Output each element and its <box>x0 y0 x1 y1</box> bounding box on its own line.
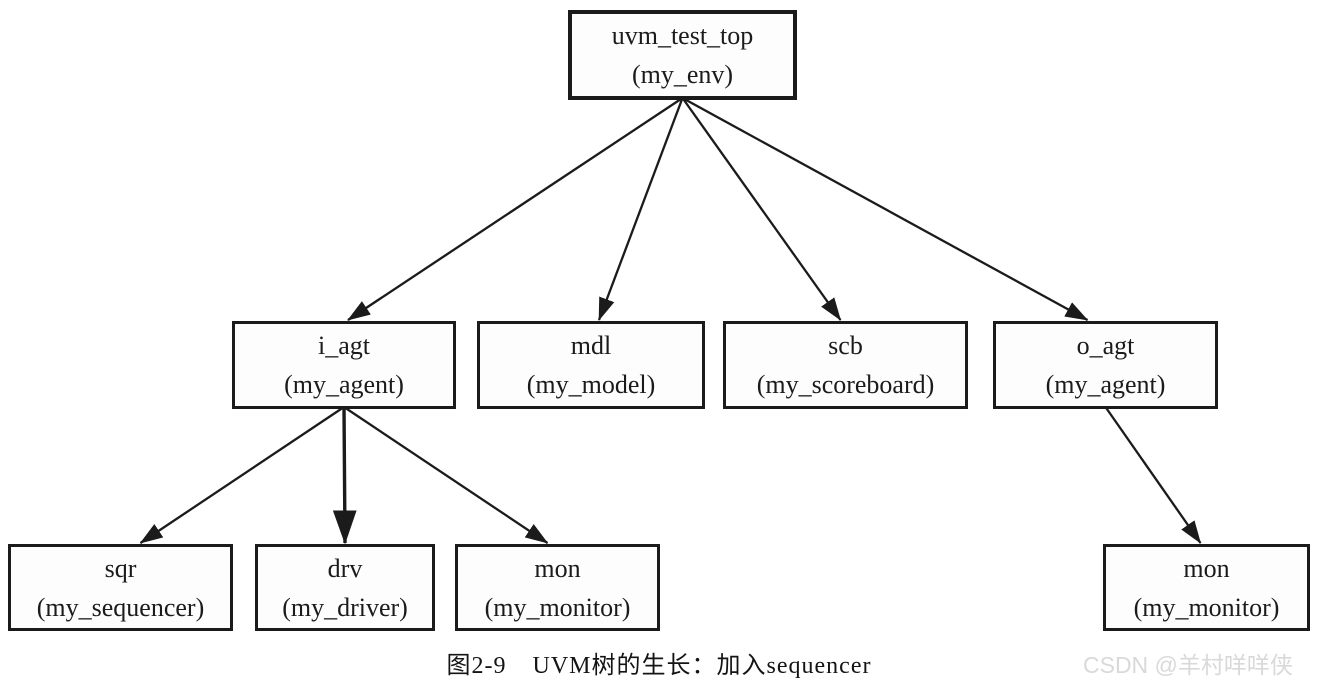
figure-caption: 图2-9 UVM树的生长：加入sequencer <box>0 645 1318 680</box>
node-class-label: (my_agent) <box>1045 370 1166 399</box>
node-instance-label: uvm_test_top <box>611 21 754 50</box>
node-box-o-agt: o_agt (my_agent) <box>993 321 1218 409</box>
node-instance-label: sqr <box>104 553 137 583</box>
edge-uvm_test_top-to-scb <box>681 97 842 321</box>
edge-i_agt-to-mon_i <box>343 406 549 544</box>
node-box-i-agt: i_agt (my_agent) <box>232 321 456 409</box>
figure-number-label: 图2-9 <box>446 653 507 679</box>
node-instance-label: mdl <box>570 331 612 360</box>
node-instance-label: drv <box>327 553 363 583</box>
edge-i_agt-to-sqr <box>139 406 345 544</box>
node-class-label: (my_monitor) <box>1133 592 1280 622</box>
node-class-label: (my_monitor) <box>484 592 631 622</box>
node-box-sqr: sqr (my_sequencer) <box>8 544 233 631</box>
node-box-scb: scb (my_scoreboard) <box>723 321 968 409</box>
node-class-label: (my_model) <box>526 370 656 399</box>
node-class-label: (my_scoreboard) <box>756 370 935 399</box>
node-box-mon-i: mon (my_monitor) <box>455 544 660 631</box>
watermark: CSDN @羊村咩咩侠 <box>1083 652 1293 678</box>
node-class-label: (my_driver) <box>282 592 408 622</box>
edge-uvm_test_top-to-mdl <box>597 97 684 321</box>
figure-title: UVM树的生长：加入sequencer <box>532 653 872 679</box>
node-instance-label: o_agt <box>1076 331 1135 360</box>
node-class-label: (my_sequencer) <box>36 592 205 622</box>
node-box-mdl: mdl (my_model) <box>477 321 705 409</box>
edge-i_agt-to-drv <box>332 406 357 545</box>
node-box-mon-o: mon (my_monitor) <box>1103 544 1310 631</box>
node-instance-label: i_agt <box>318 331 370 360</box>
node-instance-label: mon <box>534 553 581 583</box>
node-box-uvm-test-top: uvm_test_top (my_env) <box>568 10 797 100</box>
node-box-drv: drv (my_driver) <box>255 544 435 631</box>
edge-uvm_test_top-to-o_agt <box>681 96 1089 322</box>
node-instance-label: scb <box>828 331 863 360</box>
node-class-label: (my_env) <box>631 60 734 89</box>
node-instance-label: mon <box>1183 553 1230 583</box>
edge-o_agt-to-mon_o <box>1104 406 1202 544</box>
node-class-label: (my_agent) <box>284 370 404 399</box>
edge-uvm_test_top-to-i_agt <box>347 97 684 321</box>
